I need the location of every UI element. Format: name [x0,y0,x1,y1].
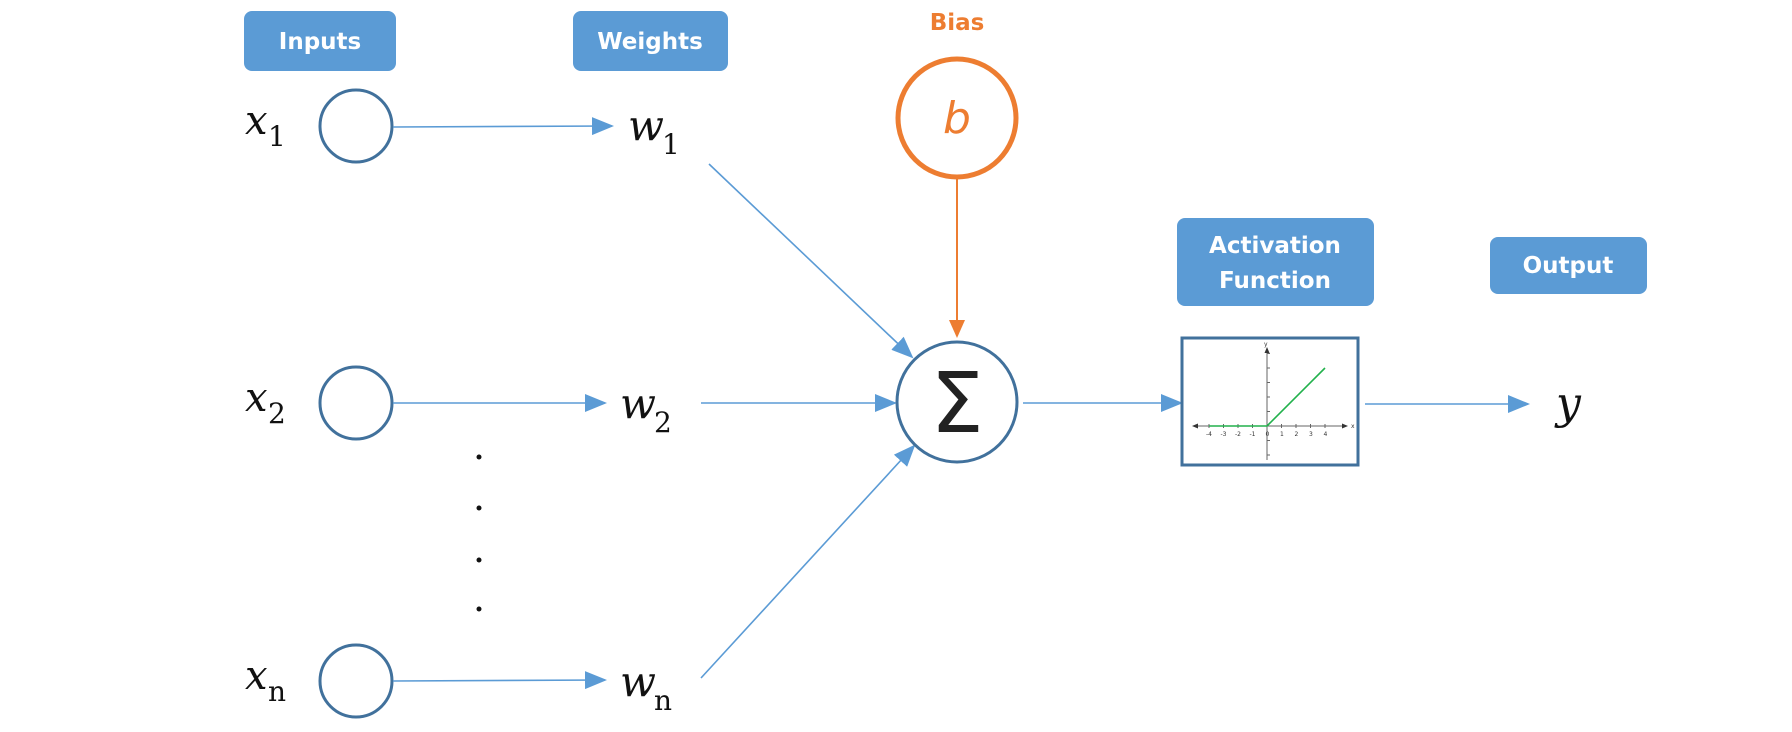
x-tick-label: -4 [1206,431,1212,438]
svg-text:2: 2 [268,397,286,430]
y-axis-label: y [1264,341,1268,348]
output-y: y [1554,378,1582,429]
weight-w1: w 1 [628,101,680,161]
input-node [318,643,394,719]
svg-text:Output: Output [1523,253,1614,279]
svg-text:x: x [245,375,268,421]
x-axis-arrow-right [1342,423,1348,429]
summation-node: Σ [895,340,1019,464]
svg-text:2: 2 [654,406,672,439]
x-tick-label: 2 [1295,431,1299,438]
arrow-wn-sum [700,444,916,679]
x-tick-label: 3 [1309,431,1313,438]
input-node [318,88,394,164]
svg-text:w: w [628,101,664,150]
svg-text:x: x [245,653,268,699]
svg-text:b: b [943,93,971,144]
x-axis-arrow-left [1192,423,1198,429]
relu-curve [1209,367,1326,427]
arrow-xn-wn [392,671,607,690]
svg-text:Activation: Activation [1209,233,1341,259]
svg-text:Σ: Σ [930,354,983,452]
weight-wn: w n [620,657,672,717]
input-x1: x 1 [245,88,394,164]
x-tick-label: 4 [1324,431,1328,438]
svg-text:w: w [620,379,656,428]
activation-function-plot: x y -4 -3 -2 -1 0 1 2 3 4 [1180,336,1360,467]
input-x2: x 2 [245,365,394,441]
svg-text:Inputs: Inputs [279,29,361,55]
svg-text:1: 1 [268,120,286,153]
svg-text:Function: Function [1219,268,1331,294]
svg-text:Weights: Weights [597,29,703,55]
bias-arrowhead [949,320,965,338]
svg-text:n: n [654,684,672,717]
input-xn: x n [245,643,394,719]
x-tick-label: 1 [1280,431,1284,438]
x-tick-label: 0 [1266,431,1270,438]
x-tick-label: -2 [1235,431,1241,438]
arrow-x1-w1 [392,117,614,136]
svg-text:x: x [245,98,268,144]
inputs-label: Inputs [244,11,396,71]
output-label: Output [1490,237,1647,294]
activation-function-label: Activation Function [1177,218,1374,306]
arrow-w1-sum [708,163,914,359]
bias-label: Bias [930,10,985,36]
x-tick-label: -1 [1250,431,1256,438]
x-tick-label: -3 [1221,431,1227,438]
x-axis-label: x [1351,423,1355,430]
bias-node: b [895,56,1019,180]
ellipsis-dots [476,454,482,612]
weight-w2: w 2 [620,379,672,439]
input-node [318,365,394,441]
svg-text:1: 1 [662,128,680,161]
svg-text:w: w [620,657,656,706]
y-axis-arrow [1264,347,1270,353]
weights-label: Weights [573,11,728,71]
svg-text:n: n [268,675,286,708]
